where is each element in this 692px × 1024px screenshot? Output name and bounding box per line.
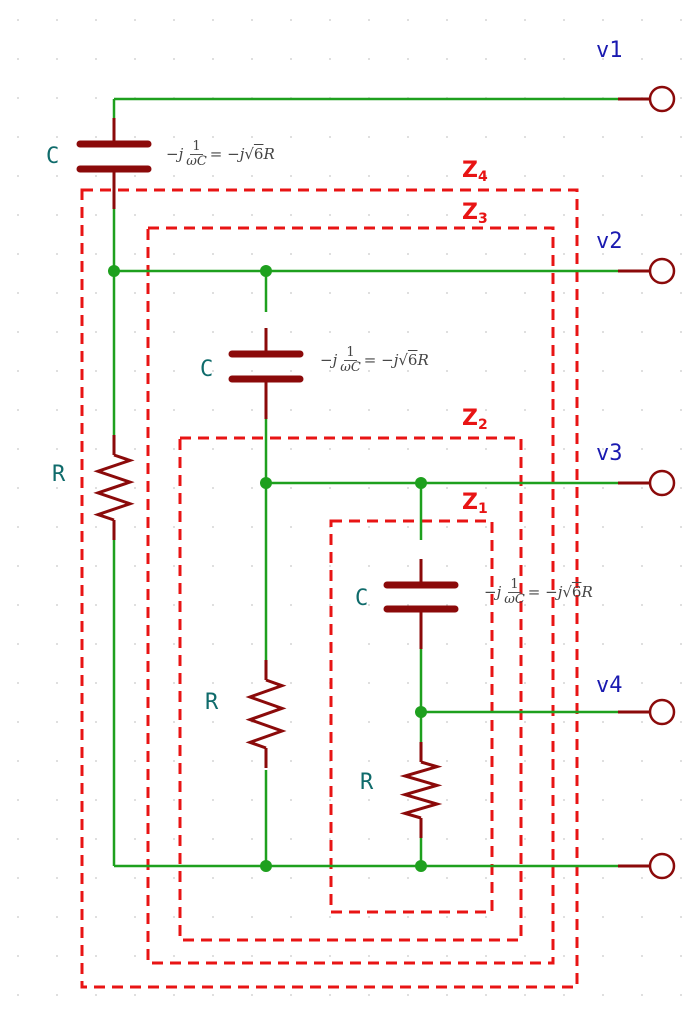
resistor-label-r3: R xyxy=(360,770,374,795)
node-label-v1: v1 xyxy=(596,38,623,63)
impedance-zones xyxy=(80,188,579,989)
junctions xyxy=(108,265,427,872)
zone-box-z1 xyxy=(329,519,494,914)
components xyxy=(76,118,459,838)
zone-box-z3 xyxy=(146,226,555,965)
resistor-r3-body xyxy=(399,760,443,820)
resistor-label-r1: R xyxy=(52,462,66,487)
terminal-pin xyxy=(648,852,676,880)
terminal-pin xyxy=(648,85,676,113)
junction-dot xyxy=(260,265,272,277)
zone-label-z1: Z1 xyxy=(462,490,488,517)
terminals xyxy=(618,85,676,880)
wires xyxy=(112,97,618,868)
eq-prefix: −j xyxy=(484,583,502,601)
eq-prefix: −j xyxy=(320,351,338,369)
zone-label-z3: Z3 xyxy=(462,200,488,227)
eq-equals: = −j xyxy=(363,351,399,369)
junction-dot xyxy=(415,477,427,489)
junction-dot xyxy=(415,706,427,718)
node-label-v3: v3 xyxy=(596,441,623,466)
junction-dot xyxy=(415,860,427,872)
eq-prefix: −j xyxy=(166,145,184,163)
node-label-v2: v2 xyxy=(596,229,623,254)
node-label-v4: v4 xyxy=(596,673,623,698)
capacitor-label-c1: C xyxy=(46,144,60,169)
terminal-pin xyxy=(648,469,676,497)
terminal-pin xyxy=(648,257,676,285)
capacitor-label-c2: C xyxy=(200,357,214,382)
junction-dot xyxy=(260,477,272,489)
resistor-r1-body xyxy=(93,453,135,522)
junction-dot xyxy=(108,265,120,277)
eq-equals: = −j xyxy=(209,145,245,163)
capacitor-label-c3: C xyxy=(355,586,369,611)
eq-equals: = −j xyxy=(527,583,563,601)
resistor-r2-body xyxy=(245,678,287,750)
terminal-pin xyxy=(648,698,676,726)
zone-box-z2 xyxy=(178,436,523,942)
background-grid xyxy=(17,19,682,996)
zone-label-z4: Z4 xyxy=(462,158,488,185)
junction-dot xyxy=(260,860,272,872)
zone-label-z2: Z2 xyxy=(462,406,488,433)
resistor-label-r2: R xyxy=(205,690,219,715)
zone-box-z4 xyxy=(80,188,579,989)
